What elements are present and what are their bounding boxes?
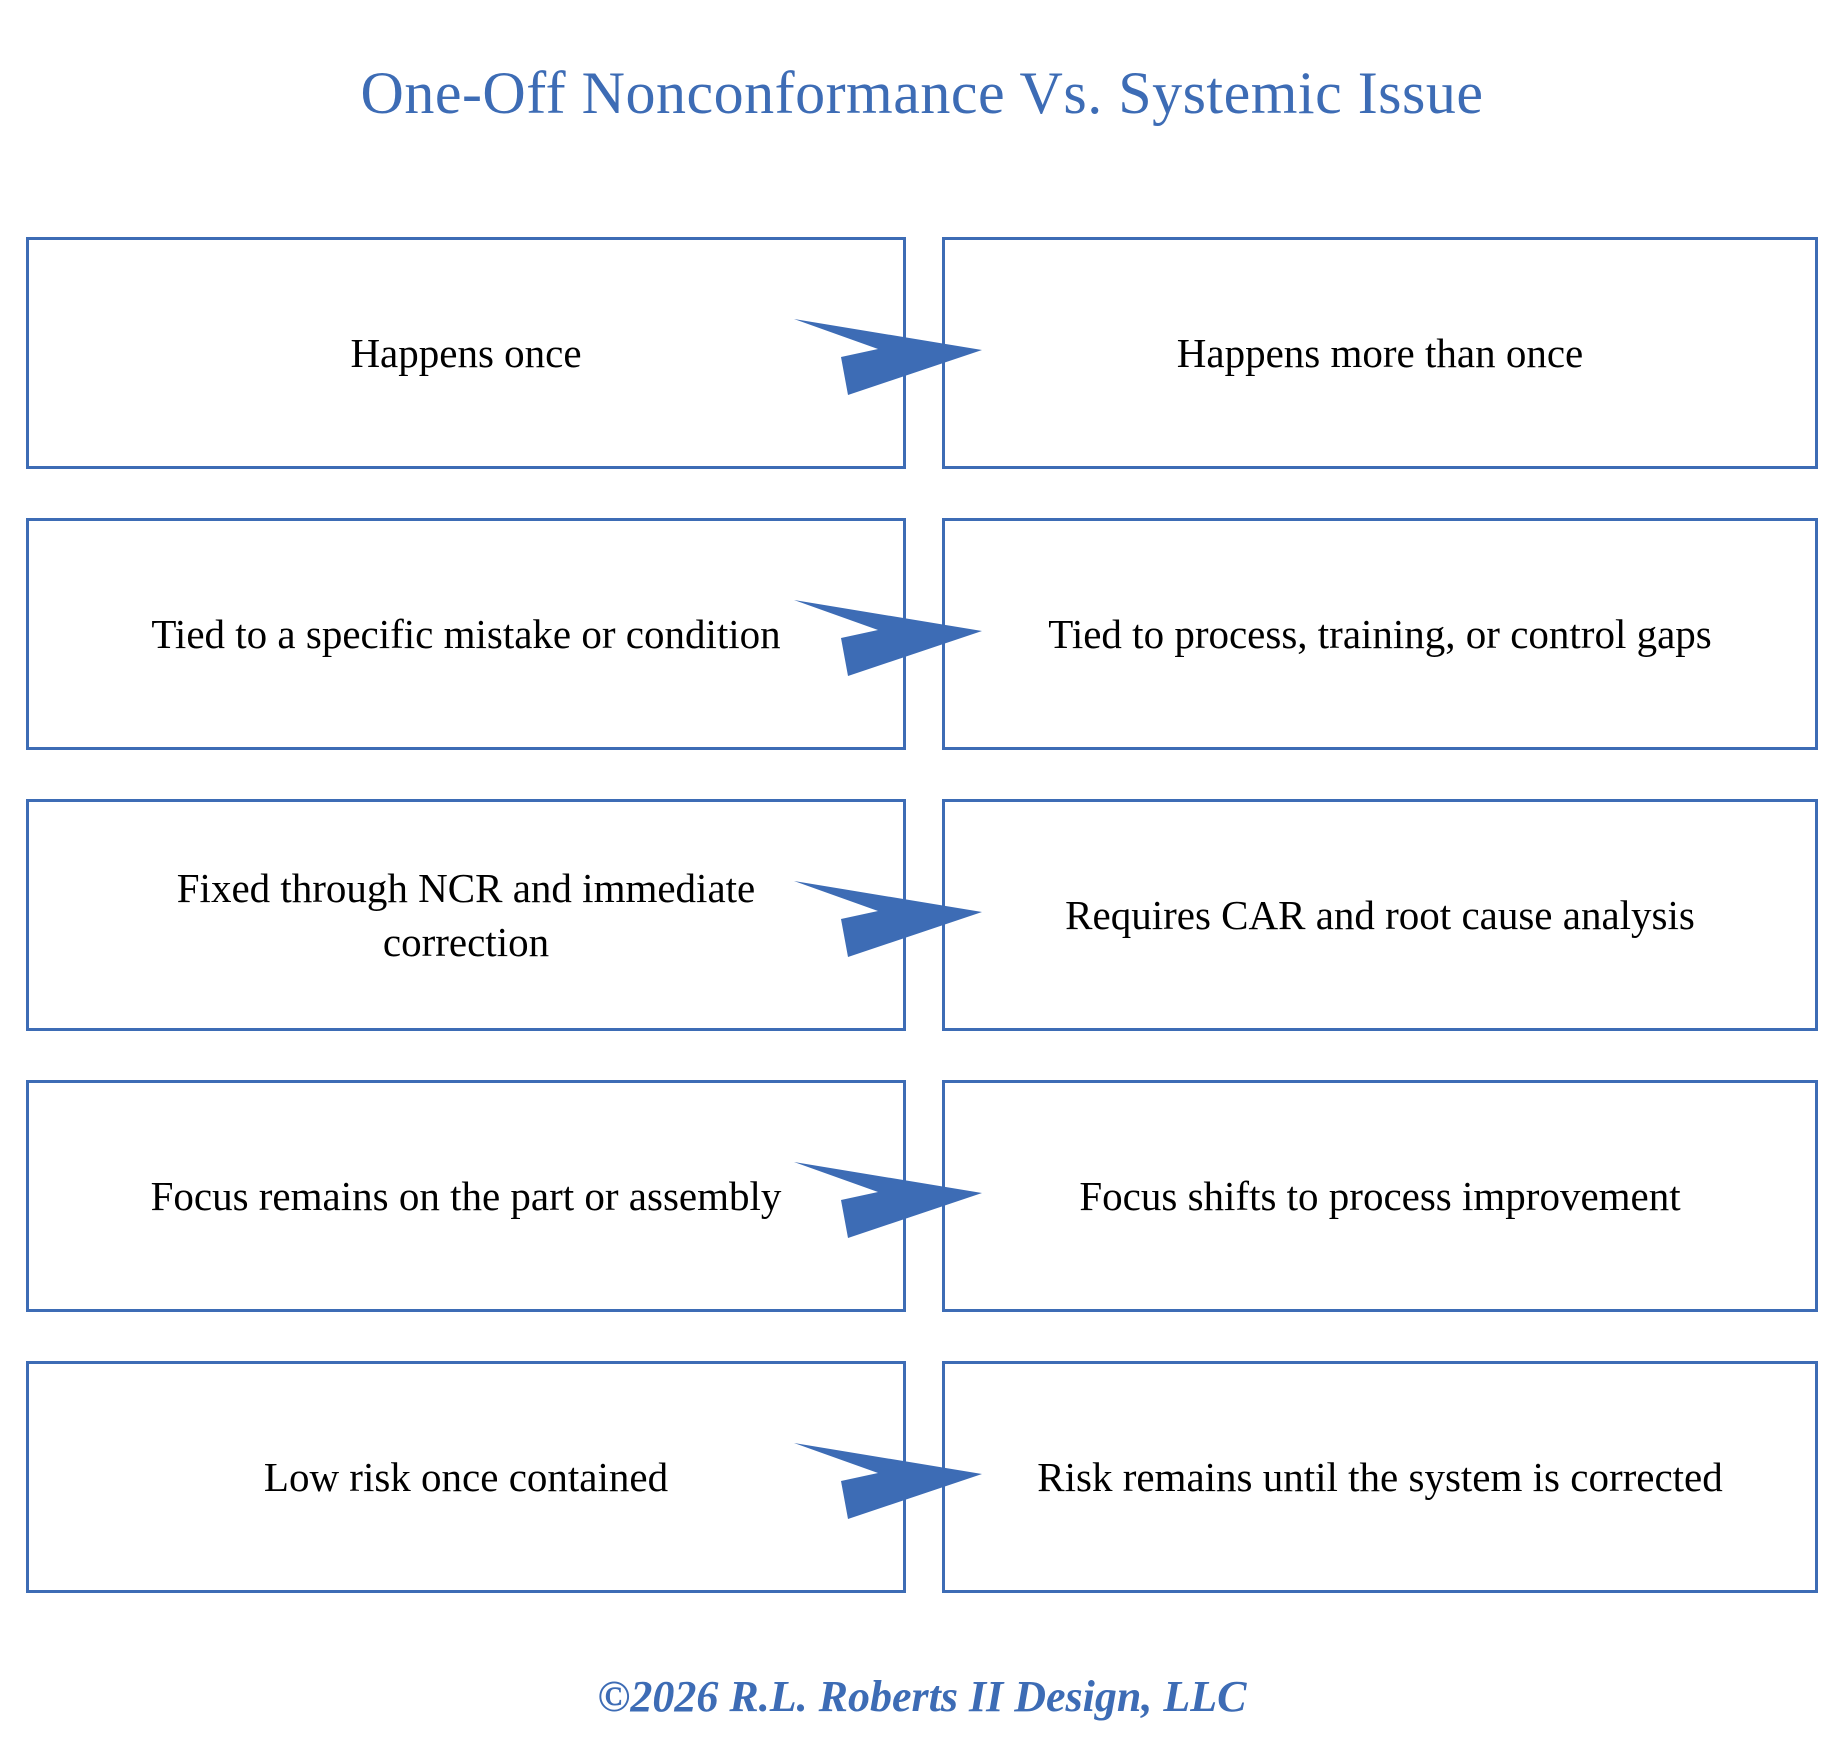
comparison-row: Fixed through NCR and immediate correcti… (26, 799, 1818, 1031)
systemic-cell-4[interactable]: Focus shifts to process improvement (942, 1080, 1818, 1312)
one-off-text-2: Tied to a specific mistake or condition (151, 611, 781, 657)
comparison-row: Happens once Happens more than once (26, 237, 1818, 469)
comparison-grid: Happens once Happens more than once Tied… (26, 237, 1818, 1622)
one-off-cell-1[interactable]: Happens once (26, 237, 906, 469)
systemic-cell-3[interactable]: Requires CAR and root cause analysis (942, 799, 1818, 1031)
one-off-cell-3[interactable]: Fixed through NCR and immediate correcti… (26, 799, 906, 1031)
systemic-cell-1[interactable]: Happens more than once (942, 237, 1818, 469)
one-off-text-1: Happens once (350, 330, 582, 376)
one-off-cell-2[interactable]: Tied to a specific mistake or condition (26, 518, 906, 750)
systemic-cell-2[interactable]: Tied to process, training, or control ga… (942, 518, 1818, 750)
one-off-cell-4[interactable]: Focus remains on the part or assembly (26, 1080, 906, 1312)
one-off-text-3: Fixed through NCR and immediate correcti… (176, 865, 756, 965)
comparison-row: Tied to a specific mistake or condition … (26, 518, 1818, 750)
systemic-text-1: Happens more than once (1176, 330, 1584, 376)
systemic-text-3: Requires CAR and root cause analysis (1065, 892, 1695, 938)
one-off-text-5: Low risk once contained (263, 1454, 669, 1500)
systemic-cell-5[interactable]: Risk remains until the system is correct… (942, 1361, 1818, 1593)
one-off-text-4: Focus remains on the part or assembly (150, 1173, 782, 1219)
systemic-text-5: Risk remains until the system is correct… (1037, 1454, 1723, 1500)
systemic-text-2: Tied to process, training, or control ga… (1048, 611, 1712, 657)
copyright-footer: ©2026 R.L. Roberts II Design, LLC (597, 1672, 1247, 1721)
one-off-cell-5[interactable]: Low risk once contained (26, 1361, 906, 1593)
comparison-row: Focus remains on the part or assembly Fo… (26, 1080, 1818, 1312)
page-title: One-Off Nonconformance Vs. Systemic Issu… (360, 60, 1484, 126)
comparison-row: Low risk once contained Risk remains unt… (26, 1361, 1818, 1593)
systemic-text-4: Focus shifts to process improvement (1079, 1173, 1681, 1219)
